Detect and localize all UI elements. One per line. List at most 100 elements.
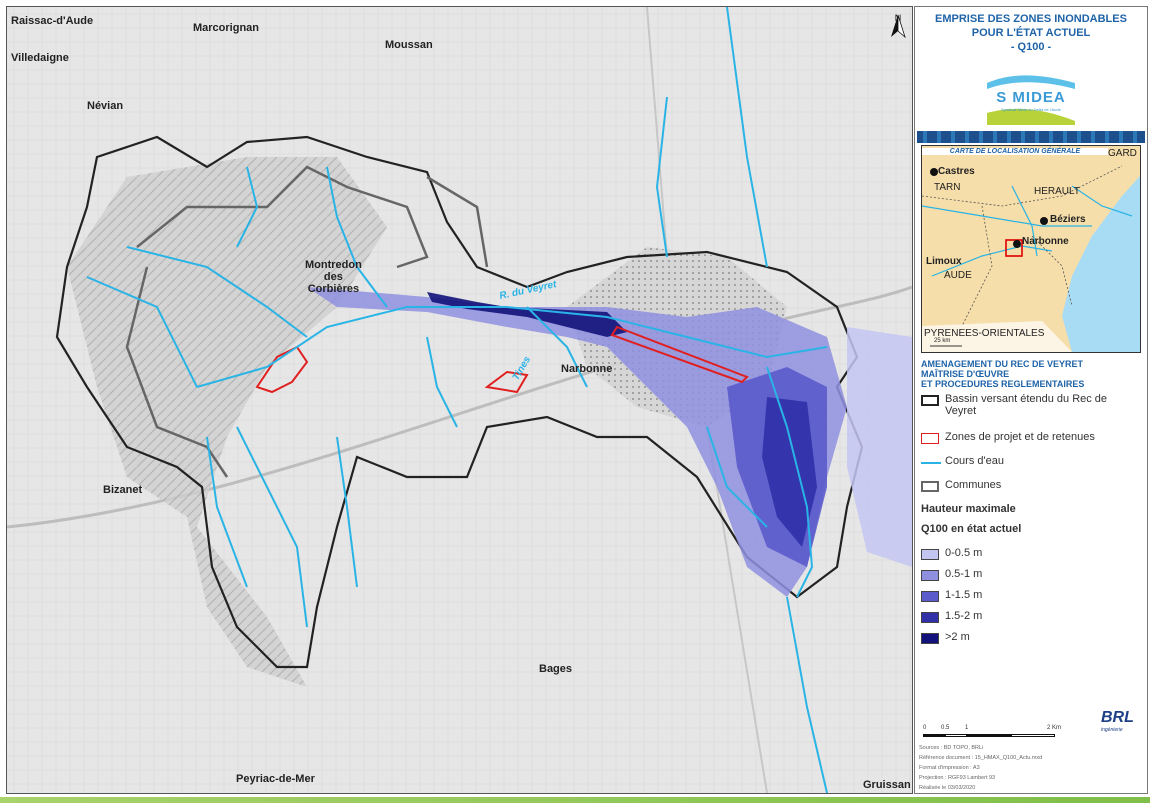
commune-boundary <box>125 266 229 478</box>
place-bages: Bages <box>539 663 573 675</box>
source-line: Format d'impression : A3 <box>919 765 980 771</box>
inset-label-gard: GARD <box>1108 148 1137 159</box>
source-line: Projection : RGF93 Lambert 93 <box>919 775 996 781</box>
north-arrow: N <box>885 13 911 53</box>
legend-symbol-communes <box>921 481 939 492</box>
inset-borders <box>922 165 1123 327</box>
hill-shading <box>67 157 387 687</box>
project-zone <box>484 370 529 394</box>
legend-symbol-class <box>921 549 939 560</box>
inset-label-pyrenees: PYRENEES-ORIENTALES <box>924 328 1045 339</box>
source-line: Référence document : 15_HMAX_Q100_Actu.m… <box>919 755 1043 761</box>
smdea-logo-sub: Syndicat Mixte du Delta de l'Aude <box>1001 107 1061 112</box>
legend-item-bassin: Bassin versant étendu du Rec de Veyret <box>921 393 1143 421</box>
inset-scale-label: 25 km <box>934 338 951 344</box>
scale-segment <box>967 734 1011 737</box>
project-title-line2: MAÎTRISE D'ŒUVRE <box>921 369 1010 379</box>
map-svg <box>7 7 912 793</box>
inset-svg <box>922 146 1140 352</box>
inset-city-beziers <box>1040 217 1048 225</box>
legend-label-class: >2 m <box>945 631 970 643</box>
inset-sea <box>1062 146 1140 352</box>
place-villedaigne: Villedaigne <box>11 52 69 64</box>
place-nevian: Névian <box>87 100 124 112</box>
inset-label-beziers: Béziers <box>1050 214 1086 225</box>
project-title-line3: ET PROCEDURES REGLEMENTAIRES <box>921 379 1085 389</box>
inset-city-castres <box>930 168 938 176</box>
inset-label-limoux: Limoux <box>926 256 962 267</box>
inset-city-narbonne <box>1013 240 1021 248</box>
smdea-logo-text: S MIDEA <box>996 89 1066 106</box>
place-gruissan: Gruissan <box>863 779 911 791</box>
legend-panel: EMPRISE DES ZONES INONDABLES POUR L'ÉTAT… <box>914 6 1148 794</box>
river-network <box>86 7 828 793</box>
place-peyriac: Peyriac-de-Mer <box>236 773 315 785</box>
place-montredon: Montredon des Corbières <box>305 259 362 295</box>
scale-segment <box>1011 734 1055 737</box>
legend-label-bassin: Bassin versant étendu du Rec de Veyret <box>945 393 1108 417</box>
place-raissac: Raissac-d'Aude <box>11 15 94 27</box>
legend-item-cours: Cours d'eau <box>921 455 1143 473</box>
project-title-line1: AMENAGEMENT DU REC DE VEYRET <box>921 359 1084 369</box>
map-canvas[interactable]: Raissac-d'Aude Marcorignan Moussan Ville… <box>6 6 913 794</box>
legend-label-class: 0-0.5 m <box>945 547 983 559</box>
panel-title-line3: - Q100 - <box>1010 41 1052 53</box>
legend-symbol-class <box>921 633 939 644</box>
smdea-logo: S MIDEA Syndicat Mixte du Delta de l'Aud… <box>985 65 1077 127</box>
source-line: Réalisée le 03/03/2020 <box>919 785 976 791</box>
scale-segment <box>945 734 967 737</box>
commune-boundary <box>426 175 489 268</box>
project-zone <box>255 345 309 394</box>
location-inset-map[interactable]: CARTE DE LOCALISATION GÉNÉRALE GARD Cast… <box>921 145 1141 353</box>
brl-logo: BRL <box>1101 709 1134 726</box>
legend-item-class: 1.5-2 m <box>921 610 1143 628</box>
inset-label-aude: AUDE <box>944 270 972 281</box>
scale-segment <box>923 734 945 737</box>
inset-rivers <box>922 185 1133 277</box>
legend-label-communes: Communes <box>945 479 1002 491</box>
scale-bar: 0 0.5 1 2 Km <box>923 725 1063 741</box>
legend-symbol-class <box>921 591 939 602</box>
legend-label-class: 0.5-1 m <box>945 568 983 580</box>
legend-item-class: >2 m <box>921 631 1143 649</box>
flood-zone-1.5-2 <box>762 397 817 547</box>
north-arrow-icon <box>891 14 906 39</box>
legend-heading-q100: Q100 en état actuel <box>921 523 1022 535</box>
legend-heading-hauteur: Hauteur maximale <box>921 503 1016 515</box>
scale-tick-0: 0 <box>923 725 927 731</box>
inset-label-narbonne: Narbonne <box>1022 236 1069 247</box>
place-narbonne: Narbonne <box>561 363 613 375</box>
panel-title-line2: POUR L'ÉTAT ACTUEL <box>971 27 1091 39</box>
legend-symbol-cours <box>921 462 941 464</box>
flood-zone-0-0.5 <box>847 327 912 567</box>
commune-boundary <box>136 165 429 269</box>
legend-symbol-class <box>921 570 939 581</box>
legend-item-class: 0-0.5 m <box>921 547 1143 565</box>
inset-label-tarn: TARN <box>934 182 961 193</box>
legend-item-class: 0.5-1 m <box>921 568 1143 586</box>
legend-label-class: 1-1.5 m <box>945 589 983 601</box>
basin-outline <box>55 135 864 669</box>
inset-project-frame <box>1005 239 1023 257</box>
legend-item-communes: Communes <box>921 479 1143 497</box>
legend-label-cours: Cours d'eau <box>945 455 1004 467</box>
project-zone <box>610 325 749 384</box>
place-marcorignan: Marcorignan <box>193 22 260 34</box>
legend-label-class: 1.5-2 m <box>945 610 983 622</box>
scale-tick-1: 1 <box>965 725 969 731</box>
scale-tick-2: 2 Km <box>1047 725 1062 731</box>
flood-zone-gt2 <box>427 292 627 337</box>
legend-symbol-bassin <box>921 395 939 406</box>
source-line: Sources : BD TOPO, BRLi <box>919 745 984 751</box>
place-moussan: Moussan <box>385 39 433 51</box>
brl-logo-sub: ingénierie <box>1101 727 1123 733</box>
inset-label-castres: Castres <box>938 166 975 177</box>
legend-item-class: 1-1.5 m <box>921 589 1143 607</box>
legend-item-zones: Zones de projet et de retenues <box>921 431 1143 449</box>
inset-title: CARTE DE LOCALISATION GÉNÉRALE <box>922 148 1108 155</box>
legend-label-zones: Zones de projet et de retenues <box>945 431 1095 443</box>
panel-title-line1: EMPRISE DES ZONES INONDABLES <box>935 13 1127 25</box>
decorative-band <box>917 131 1145 143</box>
footer-bar <box>0 797 1150 803</box>
place-bizanet: Bizanet <box>103 484 143 496</box>
